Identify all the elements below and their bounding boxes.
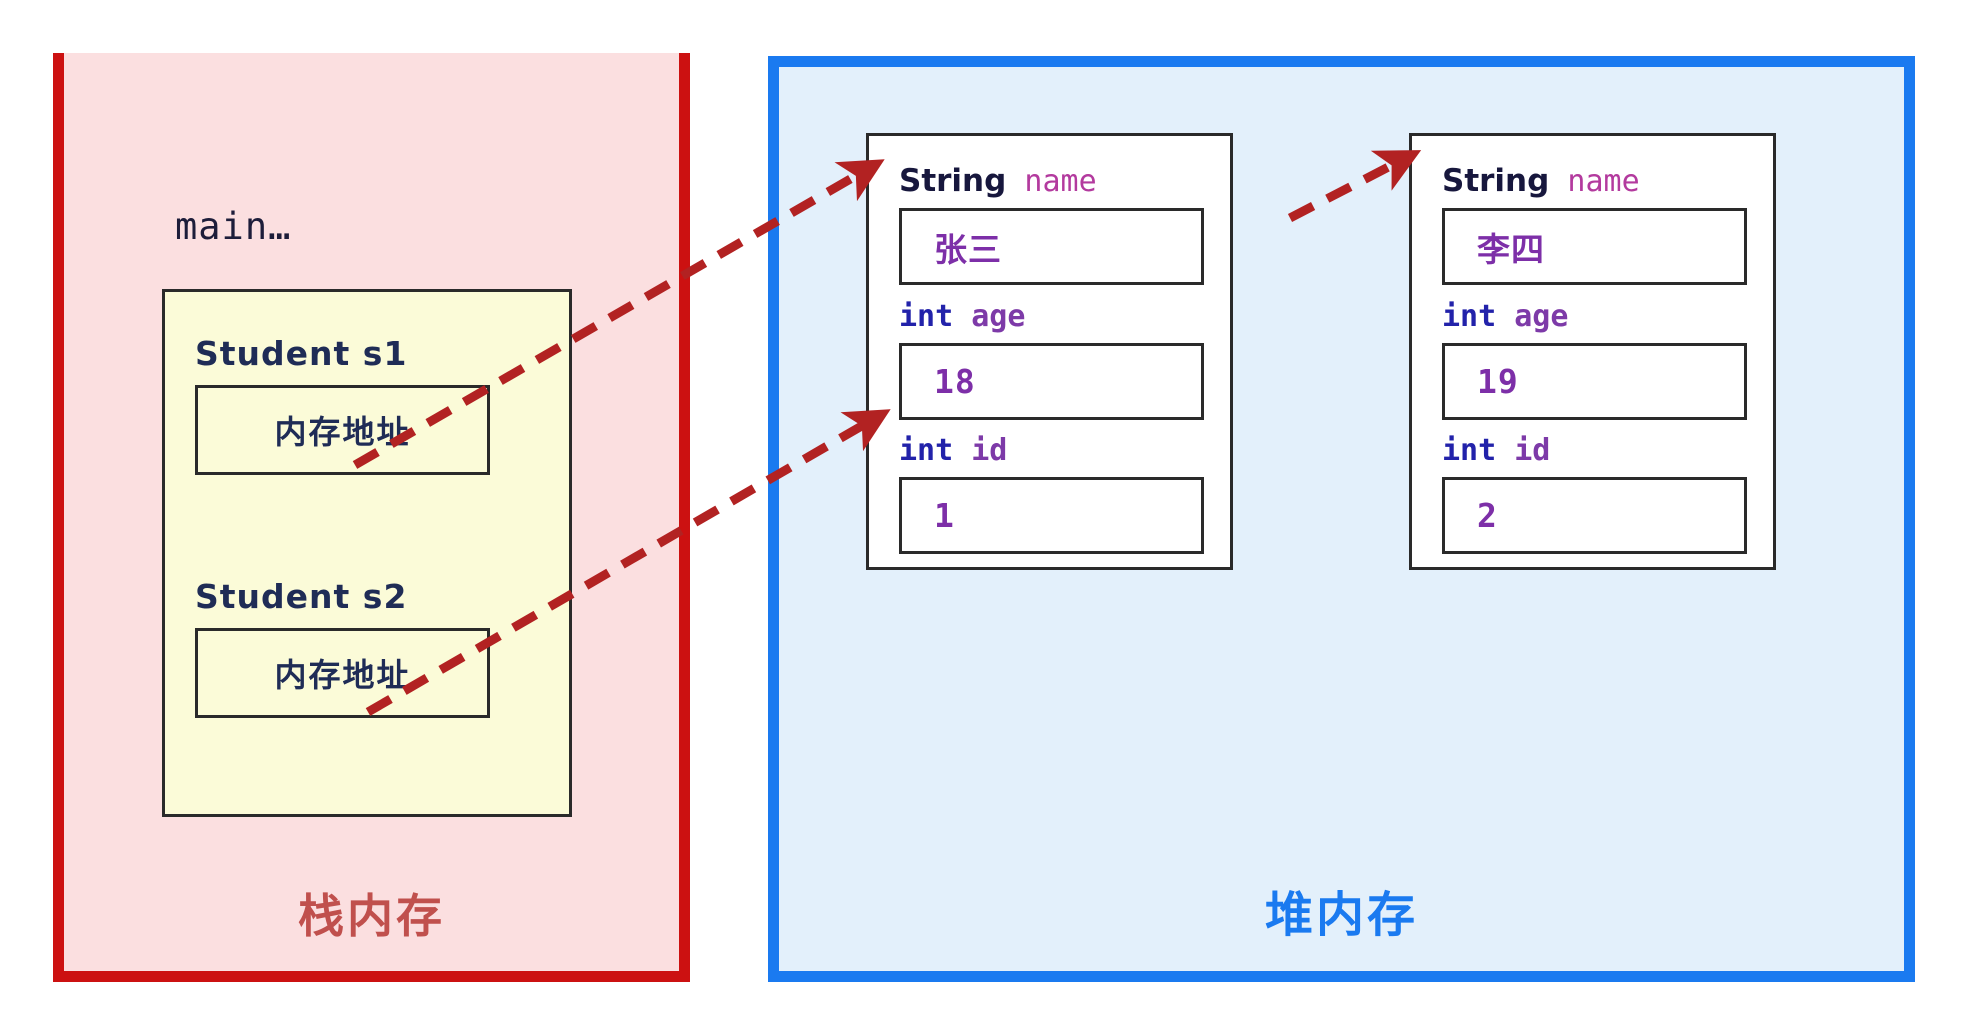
heap-object-1-field-name-box: 张三 bbox=[899, 208, 1204, 285]
main-method-caption: main… bbox=[175, 205, 292, 248]
heap-object-2-field-name-head: String name bbox=[1442, 163, 1773, 199]
stack-memory-label: 栈内存 bbox=[298, 889, 445, 943]
heap-object-2-field-id-label: id bbox=[1514, 433, 1551, 468]
heap-object-1-field-id-type: int bbox=[899, 433, 954, 468]
heap-object-1-field-name-value: 张三 bbox=[934, 229, 1002, 269]
heap-object-2-field-age: int age 19 bbox=[1412, 299, 1773, 420]
stack-slot-s2-declaration: Student s2 bbox=[195, 577, 408, 616]
heap-object-1-field-age-head: int age bbox=[899, 299, 1230, 334]
heap-object-2-field-id-type: int bbox=[1442, 433, 1497, 468]
heap-object-2-field-name-type: String bbox=[1442, 163, 1550, 199]
heap-object-2: String name 李四 int age 19 int id 2 bbox=[1409, 133, 1776, 570]
heap-object-1-field-age-box: 18 bbox=[899, 343, 1204, 420]
heap-object-1-field-name: String name 张三 bbox=[869, 163, 1230, 285]
heap-object-2-field-name-box: 李四 bbox=[1442, 208, 1747, 285]
stack-slot-s2: Student s2 内存地址 bbox=[165, 577, 569, 718]
heap-object-1-field-age-type: int bbox=[899, 299, 954, 334]
stack-slot-s2-value-box: 内存地址 bbox=[195, 628, 490, 718]
heap-object-2-field-id-box: 2 bbox=[1442, 477, 1747, 554]
heap-object-2-field-name: String name 李四 bbox=[1412, 163, 1773, 285]
heap-object-2-field-age-box: 19 bbox=[1442, 343, 1747, 420]
heap-object-1: String name 张三 int age 18 int id 1 bbox=[866, 133, 1233, 570]
heap-object-1-field-age-label: age bbox=[971, 299, 1026, 334]
main-stack-frame: Student s1 内存地址 Student s2 内存地址 bbox=[162, 289, 572, 817]
heap-object-1-field-id: int id 1 bbox=[869, 433, 1230, 554]
heap-object-1-field-id-box: 1 bbox=[899, 477, 1204, 554]
heap-object-2-field-id-head: int id bbox=[1442, 433, 1773, 468]
heap-object-2-field-age-type: int bbox=[1442, 299, 1497, 334]
heap-object-1-field-name-head: String name bbox=[899, 163, 1230, 199]
heap-object-2-field-age-head: int age bbox=[1442, 299, 1773, 334]
stack-slot-s2-value: 内存地址 bbox=[274, 656, 411, 694]
heap-object-1-field-age-value: 18 bbox=[934, 362, 976, 401]
stack-slot-s1: Student s1 内存地址 bbox=[165, 334, 569, 475]
heap-object-2-field-name-label: name bbox=[1567, 164, 1640, 199]
stack-slot-s1-declaration: Student s1 bbox=[195, 334, 408, 373]
heap-object-1-field-id-label: id bbox=[971, 433, 1008, 468]
heap-object-1-field-id-value: 1 bbox=[934, 496, 955, 535]
heap-object-2-field-id-value: 2 bbox=[1477, 496, 1498, 535]
stack-slot-s1-value: 内存地址 bbox=[274, 413, 411, 451]
heap-object-1-field-name-type: String bbox=[899, 163, 1007, 199]
heap-object-2-field-age-value: 19 bbox=[1477, 362, 1519, 401]
heap-object-2-field-id: int id 2 bbox=[1412, 433, 1773, 554]
heap-memory-label: 堆内存 bbox=[1264, 887, 1418, 943]
heap-object-1-field-id-head: int id bbox=[899, 433, 1230, 468]
heap-object-2-field-name-value: 李四 bbox=[1477, 229, 1545, 269]
stack-slot-s1-value-box: 内存地址 bbox=[195, 385, 490, 475]
heap-object-1-field-name-label: name bbox=[1024, 164, 1097, 199]
heap-object-2-field-age-label: age bbox=[1514, 299, 1569, 334]
heap-object-1-field-age: int age 18 bbox=[869, 299, 1230, 420]
